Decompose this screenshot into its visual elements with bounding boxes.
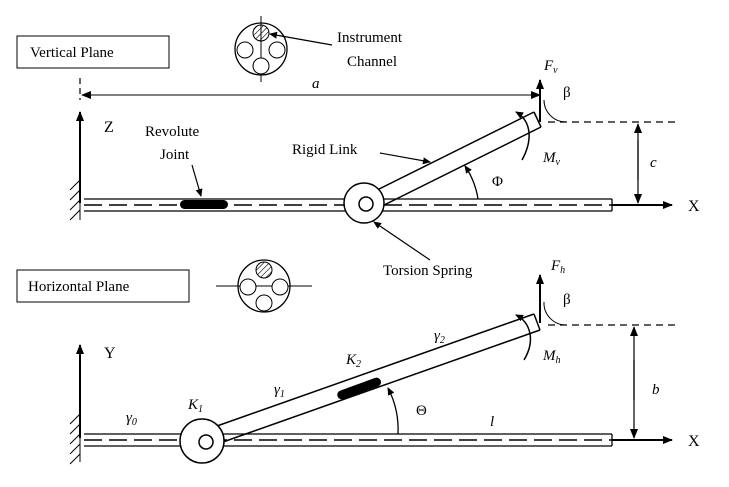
vertical-plane-label: Vertical Plane	[30, 45, 114, 61]
vertical-plane-section: Vertical Plane Instrument Channel a Z	[16, 16, 700, 279]
phi-label: Φ	[492, 174, 503, 190]
revolute-joint-label-line1: Revolute	[145, 124, 199, 140]
rigid-link-label: Rigid Link	[292, 142, 358, 158]
beta-label-vertical: β	[563, 85, 571, 101]
dimension-b-label: b	[652, 382, 660, 398]
beta-arc-vertical	[543, 99, 567, 123]
instrument-channel-icon-horizontal	[216, 259, 312, 313]
moment-mv-arc	[515, 111, 530, 161]
instrument-channel-pointer	[269, 31, 333, 46]
z-axis-label: Z	[104, 119, 114, 136]
theta-angle-arc	[387, 387, 399, 435]
gamma1-label: γ1	[274, 382, 285, 400]
torsion-spring-pointer	[373, 221, 431, 261]
rigid-link-pointer	[379, 152, 431, 165]
moment-mh-label: Mh	[542, 348, 561, 366]
y-axis-label: Y	[104, 345, 116, 362]
k2-label: K2	[345, 352, 361, 370]
rigid-link-horizontal	[199, 313, 541, 449]
force-fh-label: Fh	[550, 258, 565, 276]
revolute-joint-label-line2: Joint	[160, 147, 190, 163]
dimension-c-label: c	[650, 155, 657, 171]
k2-joint-marker	[337, 377, 382, 400]
horizontal-plane-box	[16, 269, 190, 303]
gamma0-label: γ0	[126, 410, 137, 428]
wall-hatch-vertical	[69, 176, 81, 221]
dimension-a-label: a	[312, 76, 320, 92]
torsion-spring-vertical	[343, 182, 385, 224]
catheter-tube-horizontal	[84, 433, 613, 447]
x-axis-label-horizontal: X	[688, 433, 700, 450]
horizontal-plane-section: Horizontal Plane Y	[16, 258, 700, 465]
revolute-joint-pointer	[191, 164, 203, 197]
vertical-plane-box	[16, 35, 170, 69]
k1-label: K1	[187, 397, 203, 415]
torsion-spring-label: Torsion Spring	[383, 263, 473, 279]
theta-label: Θ	[416, 403, 427, 419]
length-l-label: l	[490, 414, 494, 430]
instrument-channel-label-line1: Instrument	[337, 30, 403, 46]
moment-mv-label: Mv	[542, 150, 561, 168]
instrument-channel-icon-vertical	[234, 16, 288, 82]
phi-angle-arc	[464, 165, 479, 200]
torsion-spring-horizontal	[179, 418, 225, 464]
rigid-link-vertical	[364, 111, 542, 213]
moment-mh-arc	[515, 314, 532, 361]
gamma2-label: γ2	[434, 328, 445, 346]
beta-label-horizontal: β	[563, 292, 571, 308]
x-axis-label-vertical: X	[688, 198, 700, 215]
horizontal-plane-label: Horizontal Plane	[28, 279, 130, 295]
force-fv-label: Fv	[543, 58, 558, 76]
instrument-channel-label-line2: Channel	[347, 54, 397, 70]
revolute-joint-marker	[180, 200, 228, 209]
wall-hatch-horizontal	[69, 410, 81, 465]
